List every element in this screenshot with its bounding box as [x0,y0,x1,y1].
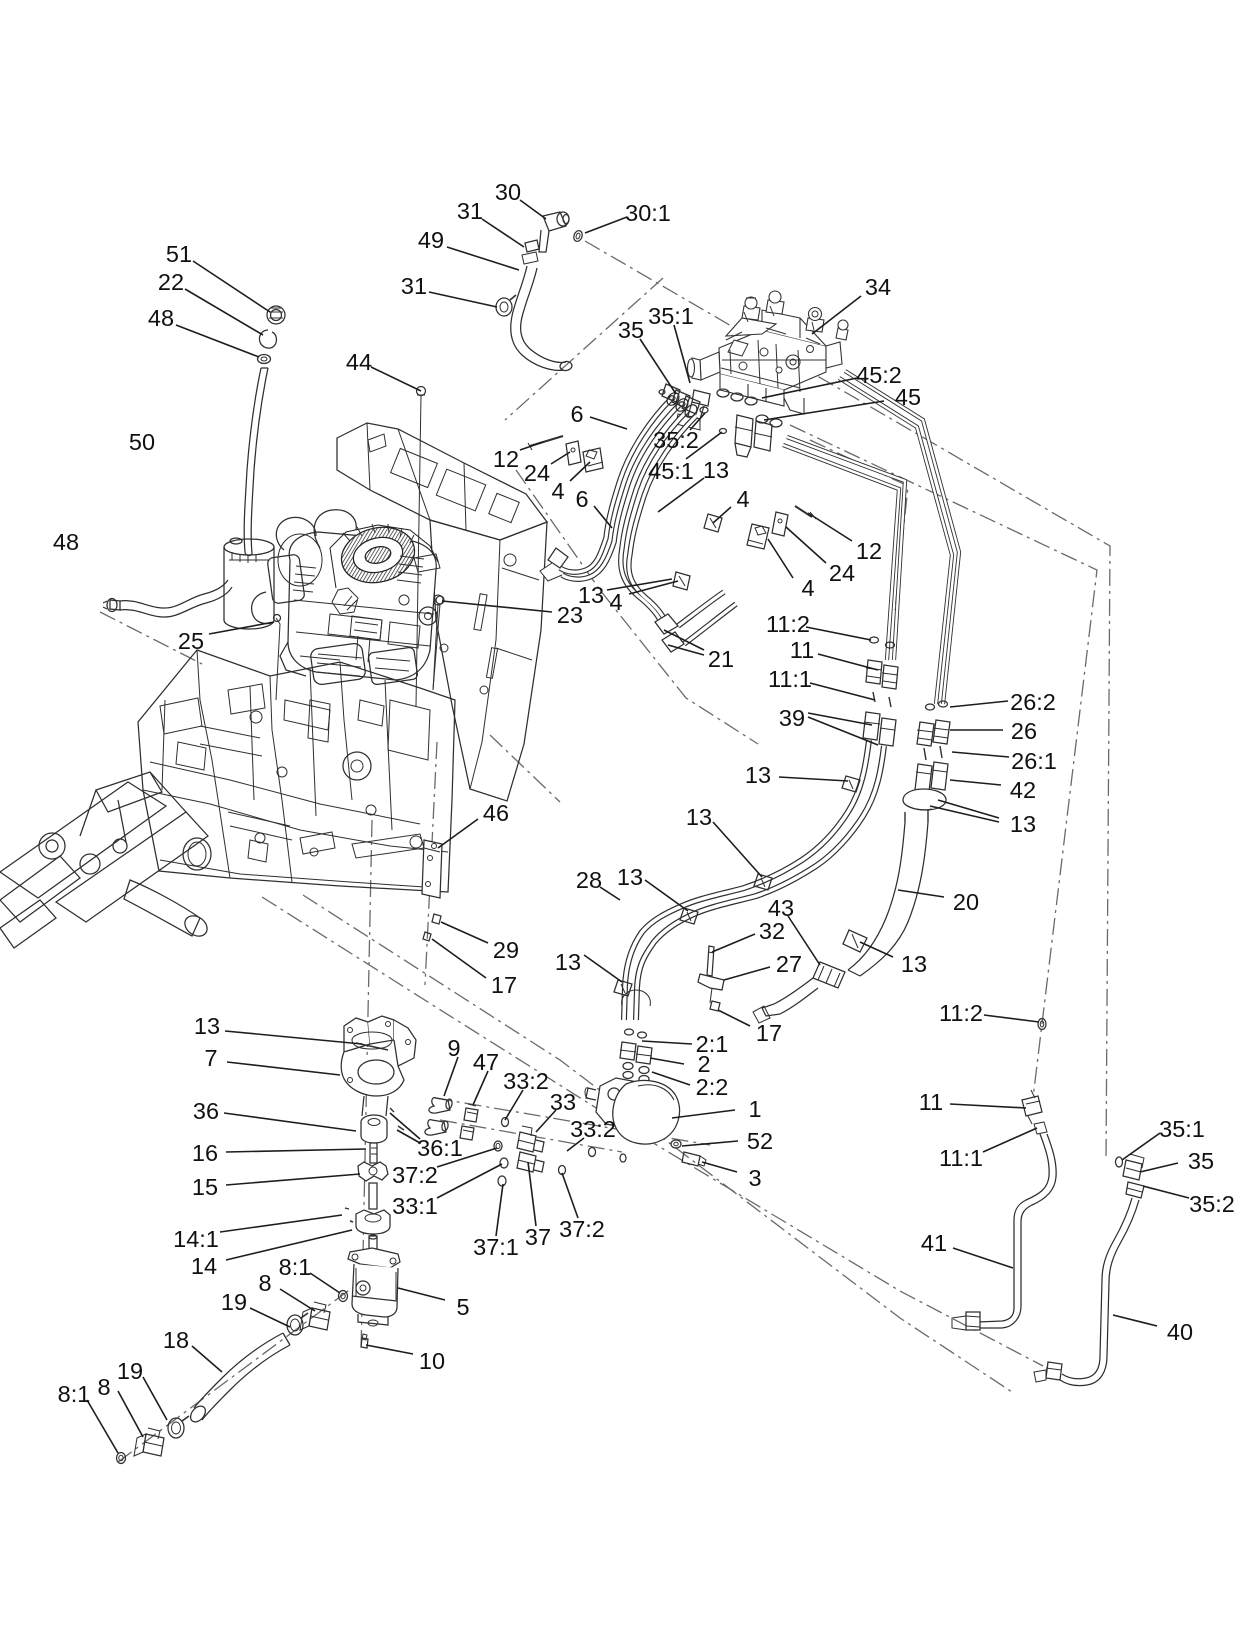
svg-text:39: 39 [779,705,805,731]
svg-text:37: 37 [525,1224,551,1250]
svg-text:13: 13 [1010,811,1036,837]
svg-text:2:2: 2:2 [696,1074,729,1100]
svg-text:46: 46 [483,800,509,826]
svg-text:11:1: 11:1 [939,1145,983,1171]
svg-text:21: 21 [708,646,734,672]
svg-text:18: 18 [163,1327,189,1353]
svg-text:32: 32 [759,918,785,944]
svg-text:40: 40 [1167,1319,1193,1345]
svg-text:22: 22 [158,269,184,295]
svg-text:35:2: 35:2 [1189,1191,1235,1217]
svg-text:47: 47 [473,1049,499,1075]
svg-text:35:1: 35:1 [1159,1116,1205,1142]
svg-text:14:1: 14:1 [173,1226,219,1252]
svg-text:4: 4 [736,486,749,512]
svg-text:11: 11 [919,1089,943,1115]
svg-text:13: 13 [703,457,729,483]
svg-text:17: 17 [756,1020,782,1046]
svg-text:12: 12 [493,446,519,472]
svg-text:37:2: 37:2 [392,1162,438,1188]
svg-text:33:2: 33:2 [570,1116,616,1142]
svg-text:13: 13 [555,949,581,975]
svg-text:10: 10 [419,1348,445,1374]
svg-text:43: 43 [768,895,794,921]
svg-text:2: 2 [697,1051,710,1077]
svg-text:45:2: 45:2 [856,362,902,388]
svg-text:8:1: 8:1 [279,1254,312,1280]
svg-text:48: 48 [53,529,79,555]
svg-text:11:2: 11:2 [766,611,810,637]
svg-text:1: 1 [748,1096,761,1122]
svg-text:35:1: 35:1 [648,303,694,329]
svg-text:36: 36 [193,1098,219,1124]
svg-text:12: 12 [856,538,882,564]
svg-text:26: 26 [1011,718,1037,744]
svg-text:4: 4 [801,575,814,601]
svg-text:9: 9 [447,1035,460,1061]
svg-text:6: 6 [570,401,583,427]
svg-text:29: 29 [493,937,519,963]
svg-text:28: 28 [576,867,602,893]
svg-text:13: 13 [745,762,771,788]
svg-text:44: 44 [346,349,372,375]
svg-text:8: 8 [258,1270,271,1296]
svg-text:35:2: 35:2 [653,427,699,453]
svg-text:19: 19 [117,1358,143,1384]
svg-text:6: 6 [575,486,588,512]
svg-text:49: 49 [418,227,444,253]
svg-text:25: 25 [178,628,204,654]
svg-text:45:1: 45:1 [648,458,694,484]
svg-text:13: 13 [194,1013,220,1039]
svg-text:13: 13 [686,804,712,830]
svg-text:11:1: 11:1 [768,666,812,692]
svg-text:37:1: 37:1 [473,1234,519,1260]
svg-text:27: 27 [776,951,802,977]
svg-text:37:2: 37:2 [559,1216,605,1242]
svg-text:41: 41 [921,1230,947,1256]
svg-text:31: 31 [457,198,483,224]
svg-text:33:1: 33:1 [392,1193,438,1219]
svg-text:5: 5 [456,1294,469,1320]
svg-text:23: 23 [557,602,583,628]
svg-text:2:1: 2:1 [696,1031,729,1057]
svg-text:45: 45 [895,384,921,410]
svg-text:50: 50 [129,429,155,455]
svg-text:4: 4 [609,589,622,615]
svg-text:52: 52 [747,1128,773,1154]
svg-text:8: 8 [97,1374,110,1400]
svg-text:26:2: 26:2 [1010,689,1056,715]
svg-text:15: 15 [192,1174,218,1200]
svg-text:35: 35 [1188,1148,1214,1174]
svg-text:24: 24 [829,560,855,586]
svg-text:35: 35 [618,317,644,343]
svg-text:33: 33 [550,1089,576,1115]
svg-text:42: 42 [1010,777,1036,803]
svg-text:14: 14 [191,1253,217,1279]
svg-text:33:2: 33:2 [503,1068,549,1094]
svg-text:17: 17 [491,972,517,998]
svg-text:13: 13 [578,582,604,608]
svg-text:19: 19 [221,1289,247,1315]
svg-text:20: 20 [953,889,979,915]
svg-text:30:1: 30:1 [625,200,671,226]
svg-text:30: 30 [495,179,521,205]
svg-text:26:1: 26:1 [1011,748,1057,774]
svg-text:4: 4 [551,478,564,504]
svg-text:51: 51 [166,241,192,267]
svg-text:11:2: 11:2 [939,1000,983,1026]
svg-text:3: 3 [748,1165,761,1191]
svg-text:13: 13 [617,864,643,890]
svg-text:13: 13 [901,951,927,977]
svg-text:48: 48 [148,305,174,331]
svg-text:7: 7 [204,1045,217,1071]
svg-text:36:1: 36:1 [417,1135,463,1161]
svg-text:11: 11 [790,637,814,663]
svg-text:24: 24 [524,460,550,486]
svg-text:34: 34 [865,274,891,300]
svg-text:16: 16 [192,1140,218,1166]
svg-text:8:1: 8:1 [58,1381,91,1407]
svg-text:31: 31 [401,273,427,299]
